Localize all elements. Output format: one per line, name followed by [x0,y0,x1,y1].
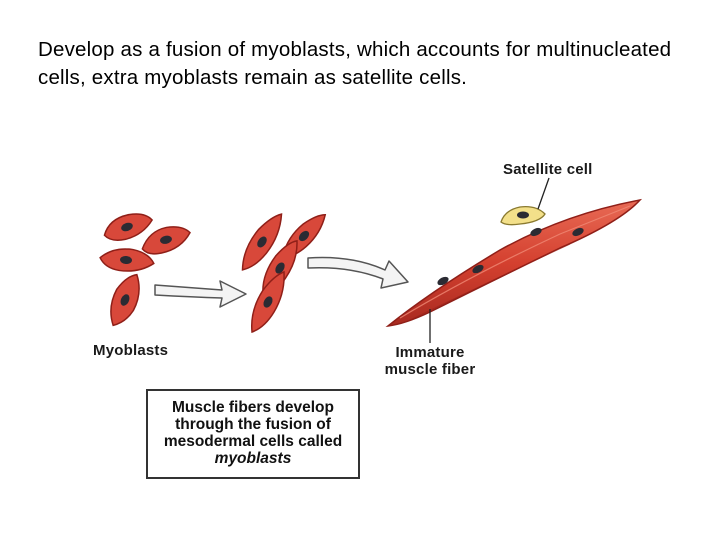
label-immature-line2: muscle fiber [384,361,476,378]
immature-muscle-fiber [385,198,643,328]
arrow-right-icon [307,256,409,289]
satellite-leader-line [537,177,550,210]
myoblast-cell [141,226,191,255]
myoblast-cells [99,213,191,327]
fusing-myoblasts [241,213,327,334]
label-immature-fiber: Immature muscle fiber [378,344,482,378]
caption-box: Muscle fibers develop through the fusion… [146,389,360,479]
myoblast-cell [110,273,140,327]
satellite-cell [500,206,546,226]
label-myoblasts: Myoblasts [93,342,169,359]
myoblast-cell [241,213,283,271]
label-immature-line1: Immature [395,344,465,361]
caption-line: mesodermal cells called [163,433,343,450]
label-satellite-cell: Satellite cell [503,161,593,178]
myoblast-cell [250,270,285,334]
myoblast-cell [99,248,155,272]
caption-line: through the fusion of [175,416,331,433]
slide-title: Develop as a fusion of myoblasts, which … [38,38,672,89]
myoblast-cell [103,213,154,241]
caption-line: myoblasts [214,450,292,467]
arrow-right-icon [154,280,247,308]
caption-line: Muscle fibers develop [172,399,334,416]
